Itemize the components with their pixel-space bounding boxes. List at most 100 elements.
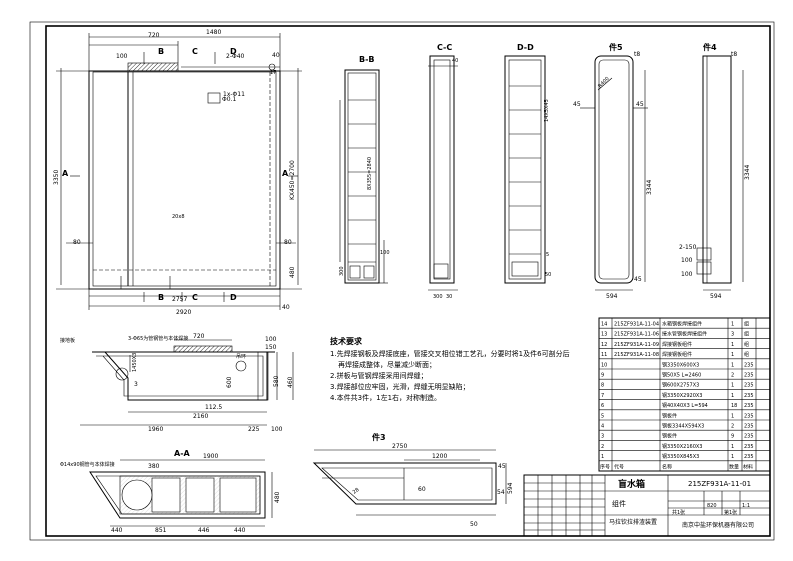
title-block: 盲水箱 215ZF931A-11-01 组件 820 1:1 马拉钦拉排渣装置 … <box>523 474 771 537</box>
p5-dim-45a: 45 <box>573 101 581 108</box>
p3-dim-2750: 2750 <box>392 443 407 450</box>
bom-row-name: 钢板件 <box>662 412 677 419</box>
bom-header-mat: 材料 <box>743 463 753 470</box>
section-bb-view: B-B 8X355=2840 100 300 <box>339 55 390 284</box>
side-view: 720 100 150 600 460 580 2160 112.5 1960 … <box>60 333 294 433</box>
bom-row-qty: 2 <box>731 424 734 430</box>
bom-row-no: 1 <box>601 454 604 460</box>
section-mark-d-top: D <box>230 47 237 56</box>
pipe-section-icon <box>121 479 153 511</box>
section-mark-d-bot: D <box>230 293 237 302</box>
bom-row-qty: 1 <box>731 342 734 348</box>
bom-row-no: 14 <box>601 322 607 328</box>
p4-t8: t8 <box>731 51 737 58</box>
bom-row-name: 钢3350X2920X3 <box>662 392 702 399</box>
bom-row-qty: 1 <box>731 383 734 389</box>
bb-dim-300: 300 <box>339 266 345 276</box>
p3-title: 件3 <box>372 432 386 442</box>
section-aa-view: A-A 1900 380 440 851 446 440 480 Φ14x90钢… <box>60 449 281 534</box>
bom-row-mat: 235 <box>744 403 754 409</box>
p5-t8: t8 <box>634 51 640 58</box>
p4-title: 件4 <box>703 42 717 52</box>
title-scale: 1:1 <box>742 503 750 509</box>
notes-line-4: 3.焊接部位应牢固，光滑，焊缝无明显缺陷； <box>330 382 470 391</box>
callout-note: Φ0.1 <box>222 96 236 103</box>
bom-row-mat: 235 <box>744 362 754 368</box>
bom-row-mat: 235 <box>744 434 754 440</box>
side-dim-1450: 1450X3 <box>132 353 138 372</box>
aa-title: A-A <box>174 449 191 458</box>
bom-header-qty: 数量 <box>729 463 739 470</box>
title-sheet: 共1张 <box>672 509 685 516</box>
p5-dim-3344: 3344 <box>646 180 653 195</box>
bb-dim-v: 8X355=2840 <box>367 157 373 190</box>
dim-2920: 2920 <box>176 309 191 316</box>
bom-row-name: 钢3350X2160X3 <box>662 443 702 450</box>
bom-header-name: 名称 <box>662 463 672 470</box>
side-dim-2160: 2160 <box>193 413 208 420</box>
side-label-ring: 吊环 <box>236 354 246 360</box>
p4-dim-2150: 2-150 <box>679 244 697 251</box>
main-view: 720 1480 100 40 2-Φ40 1x-Φ11 Φ0.1 17 335… <box>53 29 302 316</box>
p3-dim-50: 50 <box>470 521 478 528</box>
bom-row-name: 钢板件 <box>662 433 677 440</box>
dd-title: D-D <box>517 43 534 52</box>
title-name: 盲水箱 <box>618 478 645 490</box>
bom-row-name: 焊接钢板组件 <box>662 341 692 348</box>
bom-row-mat: 组 <box>744 341 749 348</box>
circle-marker-icon <box>115 367 129 381</box>
aa-dim-446: 446 <box>198 527 210 534</box>
aa-dim-480: 480 <box>274 491 281 503</box>
title-project: 马拉钦拉排渣装置 <box>609 518 657 526</box>
title-company: 南京中盐环保机器有限公司 <box>682 521 754 529</box>
p3-dim-28: 28 <box>352 487 361 496</box>
notes-line-2: 再焊接成整体，尽量减少断面； <box>338 360 436 369</box>
part3-view: 件3 2750 1200 60 594 45 28 54 50 <box>312 432 514 528</box>
dim-box: 20x8 <box>172 214 185 220</box>
bb-dim-100: 100 <box>380 250 390 256</box>
bom-row-name: 接水管钢板焊接组件 <box>662 331 707 338</box>
hole-icon <box>268 63 276 71</box>
aa-dim-380: 380 <box>148 463 160 470</box>
side-dim-460: 460 <box>287 376 294 388</box>
bom-row-qty: 1 <box>731 322 734 328</box>
bom-row-no: 4 <box>601 424 604 430</box>
bom-row-qty: 1 <box>731 352 734 358</box>
bom-row-name: 钢600X2757X3 <box>662 382 699 389</box>
bom-row-qty: 18 <box>731 403 737 409</box>
callout-flat: 1x-Φ11 <box>223 91 245 98</box>
p4-dim-100: 100 <box>681 257 693 264</box>
p5-dim-594: 594 <box>606 293 618 300</box>
cc-dim-300: 300 <box>433 294 443 300</box>
callout-hole: 2-Φ40 <box>226 53 245 60</box>
p3-dim-1200: 1200 <box>432 453 447 460</box>
notes-line-5: 4.本件共3件，1左1右，对称制造。 <box>330 393 441 402</box>
bom-row-name: 钢3350X845X3 <box>662 453 699 460</box>
bom-row-no: 5 <box>601 413 604 419</box>
side-dim-1960: 1960 <box>148 426 163 433</box>
bom-row-mat: 组 <box>744 331 749 338</box>
aa-label-note: Φ14x90钢管与本体焊接 <box>60 461 115 468</box>
p3-dim-45: 45 <box>498 463 506 470</box>
bom-row-no: 11 <box>601 352 607 358</box>
dim-2757: 2757 <box>172 296 187 303</box>
dim-480: 480 <box>289 266 296 278</box>
bom-row-qty: 9 <box>731 434 734 440</box>
bom-row-mat: 235 <box>744 393 754 399</box>
p4-dim-100b: 100 <box>681 271 693 278</box>
section-mark-b-bot: B <box>158 293 164 302</box>
bom-header-no: 序号 <box>600 463 610 470</box>
dd-dim-5: 5 <box>546 252 549 258</box>
aa-dim-440b: 440 <box>234 527 246 534</box>
cc-dim-40: 40 <box>452 58 458 64</box>
dim-720: 720 <box>148 32 160 39</box>
bom-row-code: 215ZF931A-11-06 <box>614 332 659 338</box>
bom-row-qty: 2 <box>731 373 734 379</box>
notes-line-1: 1.先焊接钢板及焊接底座，管接交叉相位错工艺孔，分要时将1及件6可剖分后 <box>330 349 570 358</box>
bom-row-mat: 235 <box>744 454 754 460</box>
bom-row-no: 12 <box>601 342 607 348</box>
bom-row-name: 钢50X5 L=2460 <box>662 372 701 379</box>
bom-row-no: 10 <box>601 362 607 368</box>
section-mark-c-bot: C <box>192 293 198 302</box>
